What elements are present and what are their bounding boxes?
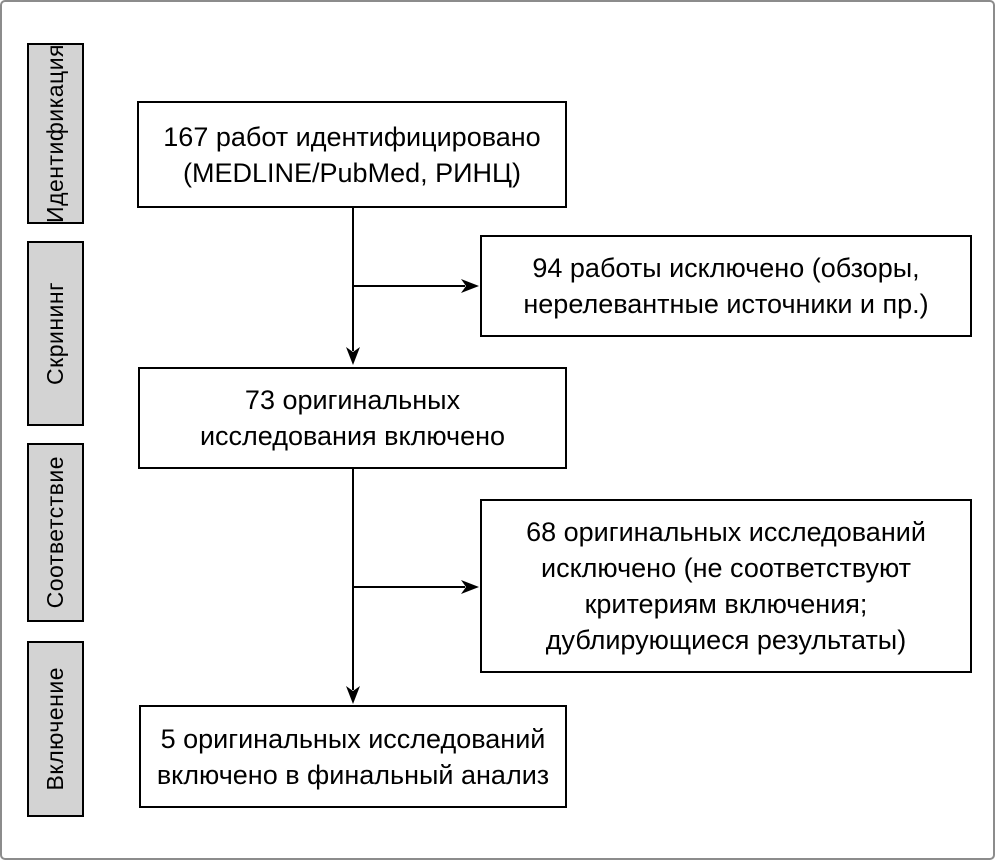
arrow-right-icon — [461, 580, 479, 594]
stage-screening-label: Скрининг — [42, 282, 68, 385]
arrow-down-icon — [346, 347, 360, 365]
arrow-right-icon — [461, 279, 479, 293]
box-excluded-eligibility-line-4: дублирующиеся результаты) — [545, 625, 907, 655]
box-records-identified-line-1: 167 работ идентифицировано — [163, 121, 541, 152]
stage-screening: Скрининг — [27, 241, 84, 426]
stage-eligibility: Соответствие — [27, 443, 84, 622]
stage-inclusion-label: Включение — [42, 667, 68, 791]
box-excluded-screening-line-1: 94 работы исключено (обзоры, — [532, 253, 920, 283]
stage-identification-label: Идентификация — [42, 44, 68, 223]
box-final-included-line-1: 5 оригинальных исследований — [160, 723, 546, 754]
box-included-screening-line-2: исследования включено — [199, 421, 506, 451]
box-excluded-screening-line-2: нерелевантные источники и пр.) — [523, 289, 929, 319]
stage-inclusion: Включение — [27, 641, 84, 817]
box-records-identified: 167 работ идентифицировано (MEDLINE/PubM… — [137, 101, 567, 208]
box-excluded-eligibility: 68 оригинальных исследований исключено (… — [480, 499, 972, 673]
box-records-identified-line-2: (MEDLINE/PubMed, РИНЦ) — [183, 157, 521, 188]
box-excluded-eligibility-line-1: 68 оригинальных исследований — [526, 517, 926, 547]
box-included-screening-line-1: 73 оригинальных — [244, 385, 461, 415]
stage-identification: Идентификация — [27, 43, 84, 224]
box-final-included: 5 оригинальных исследований включено в ф… — [139, 705, 567, 808]
box-final-included-line-2: включено в финальный анализ — [156, 759, 550, 790]
arrow-down-icon — [346, 686, 360, 704]
arrow-to-excluded-screening — [353, 279, 479, 293]
box-included-screening: 73 оригинальных исследования включено — [138, 367, 567, 469]
arrow-included-to-final — [346, 469, 360, 704]
stage-eligibility-label: Соответствие — [42, 456, 68, 609]
arrow-to-excluded-eligibility — [353, 580, 479, 594]
box-excluded-eligibility-line-3: критериям включения; — [584, 589, 868, 619]
box-excluded-eligibility-line-2: исключено (не соответствуют — [540, 553, 911, 583]
box-excluded-screening: 94 работы исключено (обзоры, нерелевантн… — [480, 235, 972, 337]
arrow-identified-to-included — [346, 208, 360, 365]
